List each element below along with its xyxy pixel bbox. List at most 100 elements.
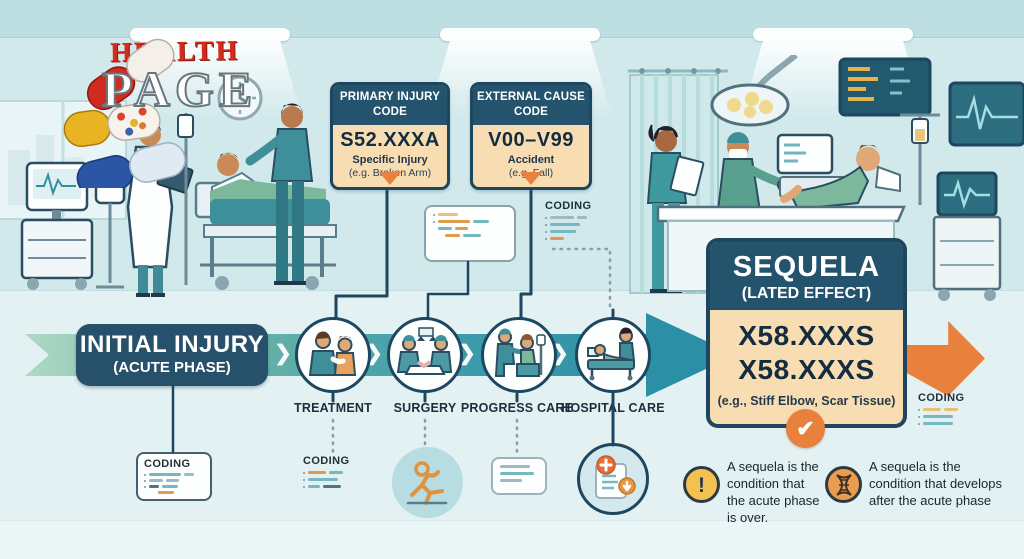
blue-capsule <box>76 142 186 188</box>
sequela-code-2: X58.XXXS <box>738 354 875 386</box>
iv-fluid <box>915 129 925 141</box>
primary-injury-code-box: PRIMARY INJURY CODE S52.XXXA Specific In… <box>330 82 450 190</box>
bed-frame <box>203 224 337 238</box>
sequela-example: (e.g., Stiff Elbow, Scar Tissue) <box>717 394 896 409</box>
surgery-icon <box>396 327 453 375</box>
external-code-desc: Accident <box>507 153 555 166</box>
stage-circle-hospital-care <box>575 317 651 393</box>
curtain-ring <box>665 68 671 74</box>
stage-circle-progress-care <box>481 317 557 393</box>
coding-label: CODING <box>545 200 592 212</box>
logo-title-page: PAGE <box>101 60 258 118</box>
nurse-leg <box>292 181 304 281</box>
pointer-triangle <box>520 172 542 185</box>
nurse-leg <box>276 181 288 281</box>
sequela-code-1: X58.XXXS <box>738 320 875 351</box>
cart-wheel <box>75 278 87 290</box>
initial-injury-box: INITIAL INJURY (ACUTE PHASE) <box>76 324 268 386</box>
note-text-develops-after: A sequela is the condition that develops… <box>869 459 1002 509</box>
note-card <box>491 457 547 495</box>
coding-cluster-treatment: CODING <box>303 455 349 488</box>
ceiling-light <box>130 28 290 41</box>
primary-code-desc: Specific Injury <box>352 153 428 166</box>
iv-bag <box>177 114 194 138</box>
medical-record-icon <box>595 455 636 499</box>
nurse-head <box>281 106 303 128</box>
exclamation-icon: ! <box>683 466 720 503</box>
pointer-triangle <box>379 172 401 185</box>
progress-care-icon <box>494 328 546 377</box>
light-bulb <box>744 106 756 118</box>
right-hospital-scene <box>628 55 1024 301</box>
surgeon-mask <box>729 149 747 158</box>
initial-injury-subtitle: (ACUTE PHASE) <box>113 359 231 376</box>
monitor-data-lines <box>848 67 878 101</box>
light-bulb <box>759 100 773 114</box>
ceiling-light <box>753 28 913 41</box>
clipboard <box>669 155 705 197</box>
skyline <box>8 150 30 205</box>
initial-injury-title: INITIAL INJURY <box>79 331 265 358</box>
sequela-title: SEQUELA <box>732 251 881 283</box>
dna-icon <box>825 466 862 503</box>
coding-label: CODING <box>303 455 350 467</box>
doctor-leg <box>138 265 148 295</box>
curtain-ring <box>715 68 721 74</box>
external-code-value: V00–V99 <box>488 128 574 151</box>
coding-cluster-right: CODING <box>918 392 964 425</box>
floor-strip <box>0 520 1024 559</box>
coding-cluster-boxed: CODING <box>136 452 212 501</box>
sequela-header: SEQUELA (LATED EFFECT) <box>710 242 903 310</box>
chevron-right-icon: ❯ <box>274 342 292 365</box>
primary-box-header: PRIMARY INJURY CODE <box>333 85 447 125</box>
nurse-head <box>655 130 677 152</box>
treatment-icon <box>308 331 357 376</box>
monitor-data-lines <box>890 67 910 95</box>
bed-wheel <box>305 276 319 290</box>
hospital-care-icon <box>587 327 636 381</box>
patient-head <box>217 154 239 176</box>
curtain-ring <box>691 68 697 74</box>
stage-circle-surgery <box>387 317 463 393</box>
bed-blanket <box>210 199 330 225</box>
bed-legs <box>210 237 324 277</box>
falling-person-icon <box>406 460 447 505</box>
code-note-card <box>424 205 516 262</box>
sequela-box: SEQUELA (LATED EFFECT) X58.XXXS X58.XXXS… <box>706 238 907 428</box>
note-text-acute-phase: A sequela is the condition that the acut… <box>727 459 820 526</box>
cabinet-wheel <box>984 289 996 301</box>
stage-label-treatment: TREATMENT <box>294 401 372 415</box>
bed-wheel <box>215 276 229 290</box>
cabinet-wheel <box>938 289 950 301</box>
light-bulb <box>727 98 741 112</box>
nurse-leg <box>652 203 664 289</box>
stage-circle-treatment <box>295 317 371 393</box>
ecg-trace <box>956 94 1018 130</box>
coding-label: CODING <box>918 392 965 404</box>
dna-glyph <box>835 473 852 496</box>
stage-label-progress-care: PROGRESS CARE <box>460 401 574 415</box>
pill-capsule <box>63 102 161 148</box>
red-capsule <box>86 38 175 111</box>
ecg-trace <box>944 178 990 210</box>
nurse-hair <box>648 124 678 142</box>
clock-icon <box>217 75 263 121</box>
patient-arm <box>780 185 802 203</box>
cart-wheel <box>27 278 39 290</box>
cabinet <box>932 215 1002 291</box>
pillow <box>874 165 901 193</box>
medical-record-badge <box>577 443 649 515</box>
nurse-arm <box>245 134 285 166</box>
sequela-body: X58.XXXS X58.XXXS (e.g., Stiff Elbow, Sc… <box>710 310 903 408</box>
checkmark-icon: ✔ <box>786 409 825 448</box>
external-box-header: EXTERNAL CAUSE CODE <box>473 85 589 125</box>
equipment-cart <box>20 218 94 280</box>
coding-label: CODING <box>144 458 191 470</box>
ceiling-light <box>440 28 600 41</box>
doctor-leg <box>153 265 163 295</box>
surgeon-cap <box>727 132 749 143</box>
light-bulb <box>745 92 759 106</box>
stage-label-surgery: SURGERY <box>393 401 457 415</box>
monitor-stand <box>52 210 61 220</box>
